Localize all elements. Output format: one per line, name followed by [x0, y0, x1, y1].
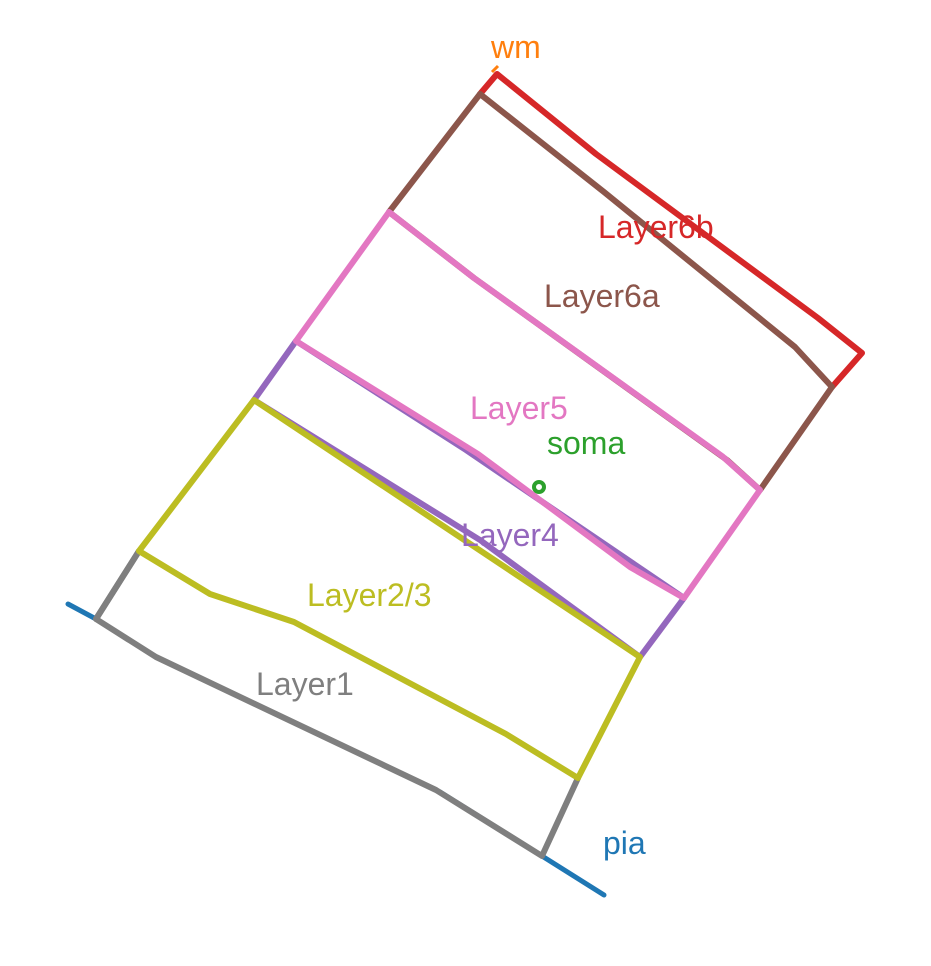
layer5-outline — [293, 209, 763, 601]
layer6b-label: Layer6b — [598, 209, 714, 245]
layer5-label: Layer5 — [470, 390, 568, 426]
pia-label: pia — [603, 825, 646, 861]
wm-tick — [490, 64, 500, 74]
layer1-label: Layer1 — [256, 666, 354, 702]
layer6a-label: Layer6a — [544, 278, 660, 314]
pia-line — [65, 601, 607, 898]
layer23-outline — [136, 397, 643, 781]
wm-label: wm — [490, 29, 541, 65]
layer4-label: Layer4 — [461, 517, 559, 553]
layer23-label: Layer2/3 — [307, 577, 432, 613]
soma-label: soma — [547, 425, 625, 461]
layer6b-outline — [477, 71, 865, 390]
layer1-outline — [93, 548, 581, 859]
soma-marker — [532, 480, 546, 494]
